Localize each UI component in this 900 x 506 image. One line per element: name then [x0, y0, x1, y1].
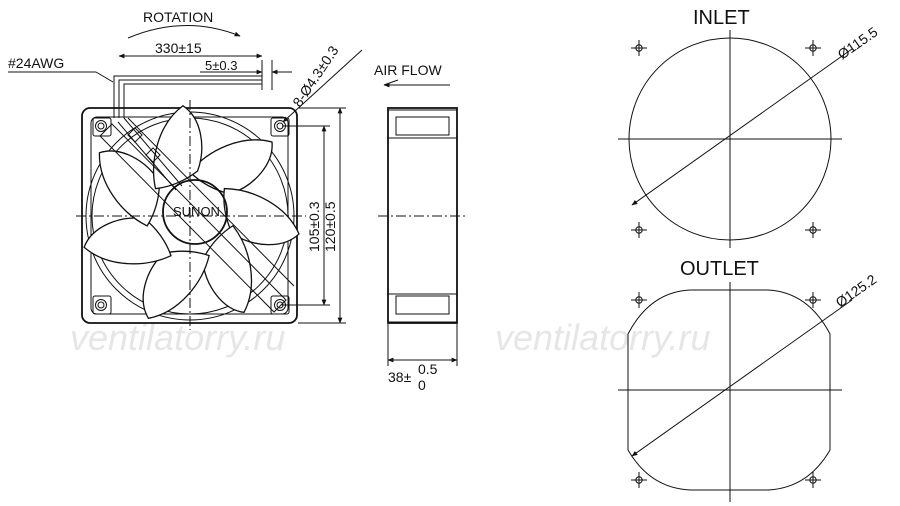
rotation-arrow: [127, 25, 241, 39]
svg-text:120±0.5: 120±0.5: [322, 201, 338, 252]
hole-spacing-dimension: 105±0.3: [282, 125, 330, 306]
watermark-right: ventilatorry.ru: [495, 317, 710, 358]
rotation-label: ROTATION: [143, 9, 213, 25]
brand-label: SUNON: [173, 204, 220, 219]
inlet-diameter-label: Ø115.5: [835, 23, 881, 62]
svg-text:0: 0: [418, 377, 426, 393]
outlet-diameter-label: Ø125.2: [833, 271, 880, 311]
outlet-label: OUTLET: [680, 258, 759, 280]
inlet-label: INLET: [693, 7, 750, 29]
lead-wires: [113, 60, 273, 118]
depth-dimension: 38± 0.5 0: [387, 324, 458, 393]
strip-length-dimension: 5±0.3: [200, 58, 292, 75]
frame-size-dimension: 120±0.5: [298, 107, 346, 324]
air-flow-label: AIR FLOW: [374, 62, 442, 78]
air-flow-arrow: [383, 79, 450, 86]
fan-front-view: SUNON: [76, 100, 306, 330]
lead-length-dimension: 330±15: [118, 40, 263, 59]
svg-text:38±: 38±: [388, 369, 412, 385]
svg-text:0.5: 0.5: [418, 361, 438, 377]
svg-text:5±0.3: 5±0.3: [205, 58, 237, 73]
inlet-view: INLET Ø115.5: [618, 7, 881, 248]
wire-gauge-label: #24AWG: [8, 55, 64, 71]
svg-text:330±15: 330±15: [155, 40, 202, 56]
svg-text:105±0.3: 105±0.3: [306, 201, 322, 252]
fan-side-view: [378, 107, 468, 324]
outlet-view: OUTLET Ø125.2: [618, 258, 880, 502]
